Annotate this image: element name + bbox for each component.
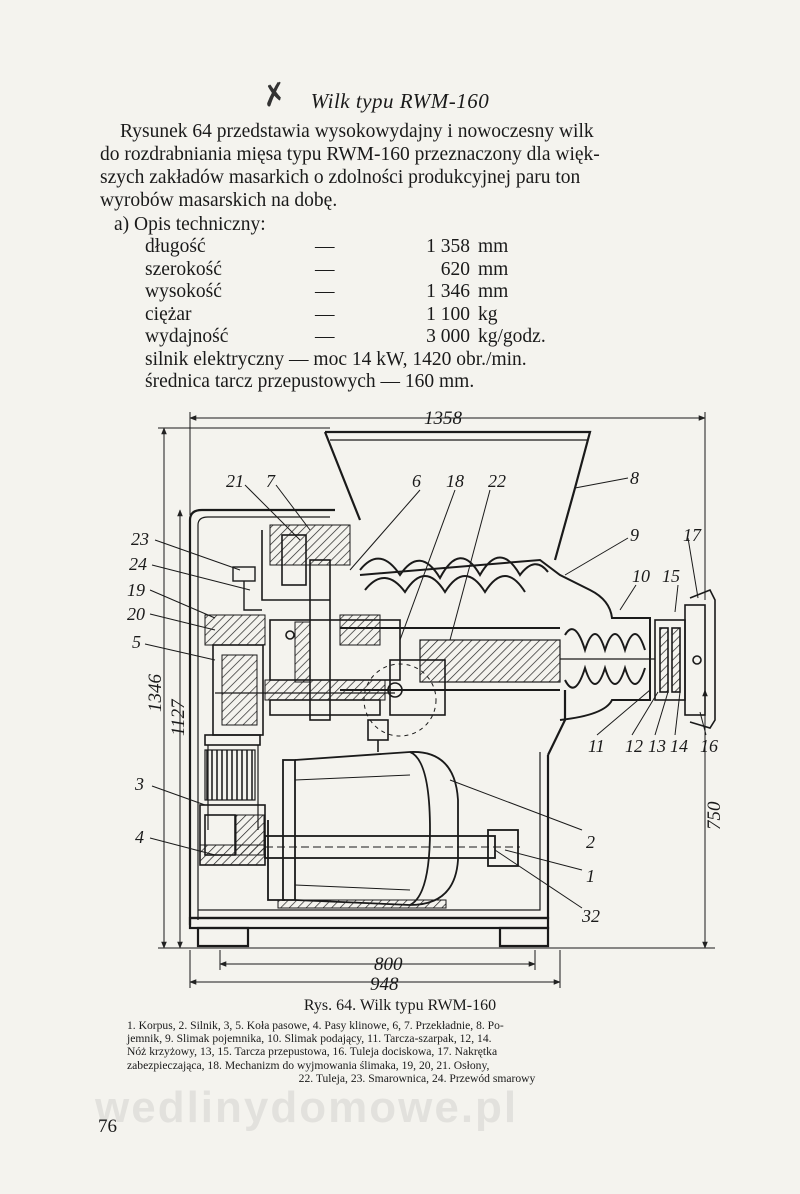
- spec-dash: —: [315, 236, 335, 257]
- spec-unit: mm: [478, 236, 509, 257]
- spec-value: 1 346: [426, 281, 470, 302]
- spec-row: długość — 1 358 mm: [145, 236, 665, 259]
- part-label: 32: [581, 906, 600, 926]
- spec-name: wydajność: [145, 326, 229, 347]
- legend-line: zabezpieczająca, 18. Mechanizm do wyjmow…: [127, 1058, 490, 1072]
- part-label: 22: [488, 471, 506, 491]
- spec-unit: mm: [478, 258, 509, 280]
- spec-value: 3 000: [426, 326, 470, 347]
- lower-pulley: [199, 804, 266, 866]
- part-label: 8: [630, 468, 639, 488]
- dim-total-length: 1358: [424, 408, 463, 429]
- spec-plate: średnica tarcz przepustowych — 160 mm.: [145, 371, 475, 392]
- lubricator: [232, 566, 262, 611]
- technical-drawing: 1358 800 948 1346 1127 750 21 7 6 18 22 …: [127, 408, 725, 995]
- spec-row: wydajność — 3 000 kg/godz.: [145, 326, 665, 349]
- figure-caption: Rys. 64. Wilk typu RWM-160: [303, 997, 497, 1014]
- dim-height-right: 750: [704, 801, 725, 830]
- spec-row: szerokość — 620 mm: [145, 259, 665, 282]
- part-label: 4: [135, 827, 144, 847]
- part-label: 5: [132, 632, 141, 652]
- barrel: [340, 558, 651, 721]
- spec-name: szerokość: [145, 258, 222, 280]
- spec-name: wysokość: [145, 281, 222, 302]
- part-label: 2: [586, 832, 595, 852]
- cutting-head: [654, 588, 716, 729]
- spec-unit: kg: [478, 303, 498, 325]
- dim-base-outer: 948: [370, 974, 399, 995]
- section-title: Wilk typu RWM-160: [310, 89, 490, 113]
- spec-unit: kg/godz.: [478, 326, 546, 347]
- spec-row: wysokość — 1 346 mm: [145, 281, 665, 304]
- part-label: 20: [127, 604, 145, 624]
- part-label: 1: [586, 866, 595, 886]
- spec-value: 1 358: [426, 236, 470, 257]
- part-label: 16: [700, 736, 718, 756]
- spec-row: ciężar — 1 100 kg: [145, 304, 665, 327]
- spec-motor: silnik elektryczny — moc 14 kW, 1420 obr…: [145, 349, 527, 370]
- part-label: 6: [412, 471, 421, 491]
- spec-value: 620: [440, 258, 470, 280]
- intro-line: wyrobów masarskich na dobę.: [100, 190, 338, 211]
- spec-name: długość: [145, 236, 206, 257]
- part-label: 15: [662, 566, 680, 586]
- housing: [188, 508, 567, 948]
- spec-name: ciężar: [145, 303, 192, 325]
- legend-line: 1. Korpus, 2. Silnik, 3, 5. Koła pasowe,…: [127, 1019, 504, 1032]
- intro-paragraph: Rysunek 64 przedstawia wysokowydajny i n…: [100, 120, 760, 212]
- spec-dash: —: [315, 281, 335, 302]
- spec-dash: —: [315, 303, 335, 325]
- motor-mount: [367, 719, 389, 752]
- part-label: 13: [648, 736, 666, 756]
- dim-height-inner: 1127: [168, 698, 189, 736]
- dim-height: 1346: [145, 674, 166, 713]
- part-label: 7: [266, 471, 276, 491]
- spec-value: 1 100: [426, 303, 470, 325]
- intro-line: Rysunek 64 przedstawia wysokowydajny i n…: [120, 121, 594, 142]
- spec-heading: a) Opis techniczny:: [114, 214, 266, 235]
- watermark: wedlinydomowe.pl: [95, 1083, 519, 1132]
- intro-line: do rozdrabniania mięsa typu RWM-160 prze…: [100, 144, 600, 165]
- part-label: 19: [127, 580, 145, 600]
- legend-line: jemnik, 9. Slimak pojemnika, 10. Slimak …: [127, 1032, 492, 1046]
- part-label: 21: [226, 471, 244, 491]
- v-belts: [204, 745, 259, 830]
- figure-legend: 1. Korpus, 2. Silnik, 3, 5. Koła pasowe,…: [127, 1019, 707, 1085]
- page-number: 76: [98, 1116, 117, 1137]
- legend-line: Nóż krzyżowy, 13, 15. Tarcza przepustowa…: [127, 1045, 498, 1059]
- legend-line: 22. Tuleja, 23. Smarownica, 24. Przewód …: [298, 1071, 536, 1085]
- part-label: 3: [134, 774, 144, 794]
- gearbox: [215, 524, 446, 737]
- hopper: [323, 430, 592, 561]
- part-label: 14: [670, 736, 688, 756]
- part-label: 23: [131, 529, 149, 549]
- spec-table: długość — 1 358 mm szerokość — 620 mm wy…: [145, 236, 665, 349]
- intro-line: szych zakładów masarkich o zdolności pro…: [100, 167, 581, 188]
- spec-dash: —: [315, 258, 335, 280]
- hopper-worm: [359, 556, 549, 594]
- spec-unit: mm: [478, 281, 509, 302]
- part-label: 17: [683, 525, 702, 545]
- part-label: 12: [625, 736, 643, 756]
- part-label: 10: [632, 566, 650, 586]
- part-label: 18: [446, 471, 464, 491]
- dimension-lines: [158, 412, 715, 988]
- upper-pulley: [204, 614, 266, 746]
- part-label: 24: [129, 554, 147, 574]
- dim-base-inner: 800: [374, 954, 403, 975]
- spec-dash: —: [315, 326, 335, 347]
- part-label: 11: [588, 736, 605, 756]
- part-label: 9: [630, 525, 639, 545]
- motor: [264, 751, 520, 909]
- feed-worm: [560, 628, 655, 689]
- leader-lines: [144, 477, 707, 909]
